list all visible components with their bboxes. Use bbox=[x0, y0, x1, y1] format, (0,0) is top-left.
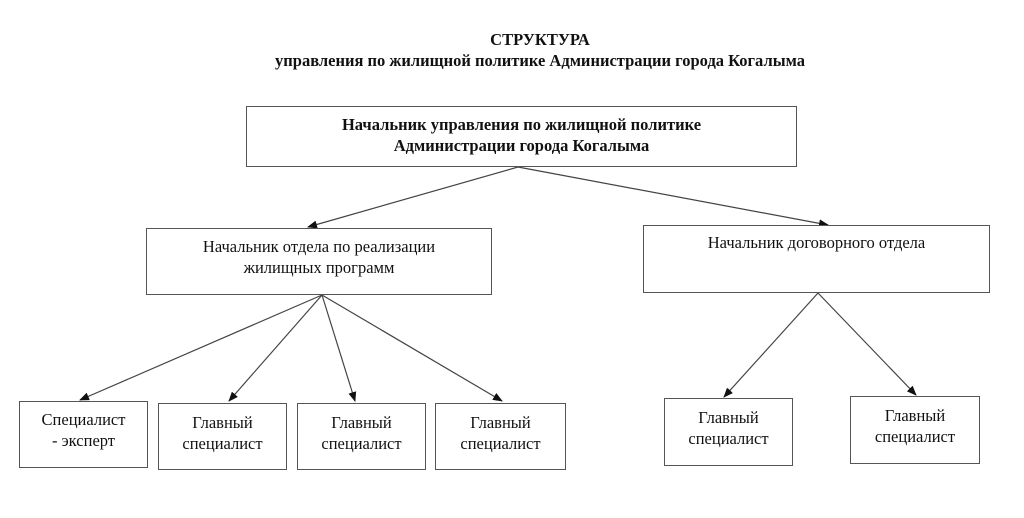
node-chief-spec-4-line2: специалист bbox=[688, 429, 769, 448]
node-contract-head-line1: Начальник договорного отдела bbox=[707, 233, 926, 252]
node-housing-programs-head: Начальник отдела по реализации жилищных … bbox=[146, 228, 492, 295]
diagram-subtitle: управления по жилищной политике Админист… bbox=[275, 51, 805, 70]
node-chief-spec-2: Главный специалист bbox=[297, 403, 426, 470]
node-housing-programs-head-line2: жилищных программ bbox=[243, 258, 395, 277]
diagram-title: СТРУКТУРА bbox=[490, 30, 590, 49]
node-contract-head: Начальник договорного отдела bbox=[643, 225, 990, 293]
node-chief-spec-1-line1: Главный bbox=[192, 413, 253, 432]
node-chief-spec-5-line2: специалист bbox=[874, 427, 956, 446]
node-expert: Специалист - эксперт bbox=[19, 401, 148, 468]
node-chief-spec-3: Главный специалист bbox=[435, 403, 566, 470]
arrow-head-to-housing-programs bbox=[307, 166, 519, 229]
node-chief-spec-1: Главный специалист bbox=[158, 403, 287, 470]
arrow-housing-to-chief-spec-1 bbox=[228, 294, 323, 402]
node-chief-spec-5-line1: Главный bbox=[884, 406, 946, 425]
arrow-housing-to-expert bbox=[79, 294, 323, 401]
node-chief-spec-5: Главный специалист bbox=[850, 396, 980, 464]
arrow-contract-to-chief-spec-4 bbox=[723, 292, 819, 398]
node-chief-spec-2-line2: специалист bbox=[321, 434, 402, 453]
arrow-contract-to-chief-spec-5 bbox=[817, 292, 917, 396]
node-housing-programs-head-line1: Начальник отдела по реализации bbox=[202, 237, 436, 256]
node-chief-spec-2-line1: Главный bbox=[331, 413, 392, 432]
node-head: Начальник управления по жилищной политик… bbox=[246, 106, 797, 167]
node-chief-spec-3-line1: Главный bbox=[470, 413, 531, 432]
node-chief-spec-3-line2: специалист bbox=[460, 434, 541, 453]
arrow-housing-to-chief-spec-3 bbox=[321, 294, 503, 402]
node-chief-spec-4-line1: Главный bbox=[698, 408, 759, 427]
node-chief-spec-1-line2: специалист bbox=[182, 434, 263, 453]
node-chief-spec-4: Главный специалист bbox=[664, 398, 793, 466]
node-expert-line1: Специалист bbox=[41, 410, 126, 429]
node-head-line2: Администрации города Когалыма bbox=[393, 136, 650, 155]
node-head-line1: Начальник управления по жилищной политик… bbox=[341, 115, 702, 134]
arrow-housing-to-chief-spec-2 bbox=[321, 294, 357, 402]
node-expert-line2: - эксперт bbox=[51, 431, 116, 450]
arrow-head-to-contract bbox=[517, 166, 829, 228]
